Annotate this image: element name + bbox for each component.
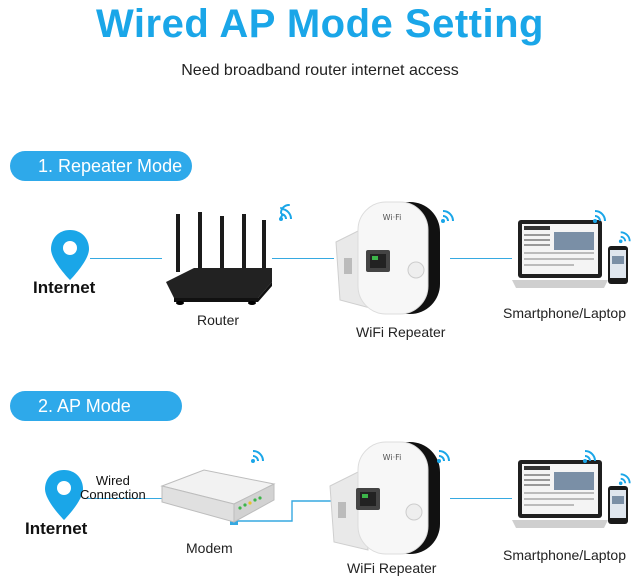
wifi-repeater-image: Wi·Fi: [329, 441, 440, 555]
router-repeater-line: [272, 258, 334, 259]
wired-connection-label: Wired Connection: [80, 474, 146, 502]
internet-router-line: [90, 258, 162, 259]
modem-label: Modem: [186, 540, 233, 556]
repeater-laptop-line: [450, 258, 512, 259]
laptop-image: [512, 460, 628, 528]
wifi-repeater-label: WiFi Repeater: [356, 324, 446, 340]
wifi-signal-icon: [583, 450, 596, 463]
internet-label: Internet: [25, 519, 88, 538]
wifi-signal-icon: [437, 450, 450, 463]
repeater-mode-pill: 1. Repeater Mode: [10, 151, 192, 181]
wifi-signal-icon: [251, 450, 264, 463]
ap-mode-pill: 2. AP Mode: [10, 391, 182, 421]
wifi-repeater-label: WiFi Repeater: [347, 560, 437, 576]
page-subtitle: Need broadband router internet access: [181, 62, 459, 79]
devices-label: Smartphone/Laptop: [503, 305, 626, 321]
location-pin-icon: [51, 230, 89, 280]
internet-modem-line: [84, 498, 164, 499]
wifi-signal-icon: [593, 210, 606, 223]
internet-label: Internet: [33, 278, 96, 297]
router-image: [166, 212, 272, 305]
laptop-image: [512, 220, 628, 288]
modem-image: [160, 469, 276, 523]
wifi-signal-icon: [618, 231, 631, 244]
wifi-signal-icon: [618, 473, 631, 486]
repeater-laptop-line: [450, 498, 512, 499]
router-label: Router: [197, 312, 240, 328]
page-title: Wired AP Mode Setting: [96, 2, 544, 46]
wired-label-line2: Connection: [80, 487, 146, 502]
wifi-signal-icon: [441, 210, 454, 223]
devices-label: Smartphone/Laptop: [503, 547, 626, 563]
wifi-repeater-image: Wi·Fi: [335, 201, 440, 315]
wifi-signal-icon: [279, 204, 292, 221]
svg-text:Wi·Fi: Wi·Fi: [383, 213, 402, 222]
wired-label-line1: Wired: [95, 473, 130, 488]
location-pin-icon: [45, 470, 83, 520]
svg-text:Wi·Fi: Wi·Fi: [383, 453, 402, 462]
ap-mode-label: 2. AP Mode: [38, 396, 131, 416]
repeater-mode-label: 1. Repeater Mode: [38, 156, 183, 176]
